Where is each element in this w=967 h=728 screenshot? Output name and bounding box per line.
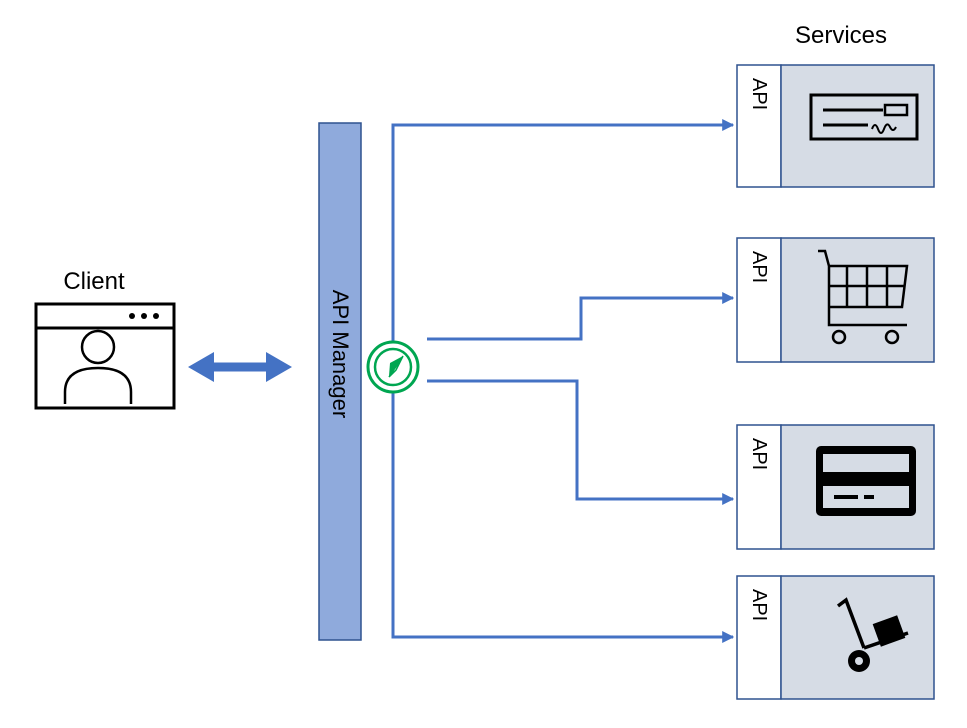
- connector-2: [427, 292, 735, 341]
- service-cart: API: [736, 237, 935, 363]
- service-card: API: [736, 424, 935, 550]
- client-label: Client: [63, 268, 125, 295]
- service-hand-truck: API: [736, 575, 935, 700]
- hand-truck-icon: [836, 597, 909, 672]
- services-label: Services: [795, 22, 887, 49]
- compass-icon: [366, 340, 420, 394]
- connector-3: [427, 379, 735, 505]
- api-label-2: API: [748, 251, 770, 283]
- connector-1: [391, 119, 735, 343]
- client-browser-icon: [34, 302, 176, 410]
- shopping-cart-icon: [818, 249, 909, 345]
- bidirectional-arrow-icon: [188, 352, 292, 382]
- api-manager-bar: API Manager: [318, 122, 362, 641]
- connector-4: [391, 392, 735, 643]
- api-label-4: API: [748, 589, 770, 621]
- api-manager-label: API Manager: [328, 290, 353, 418]
- check-icon: [809, 93, 919, 141]
- credit-card-icon: [816, 446, 916, 516]
- api-label-1: API: [748, 78, 770, 110]
- service-check: API: [736, 64, 935, 188]
- connectors: [391, 119, 735, 643]
- api-label-3: API: [748, 438, 770, 470]
